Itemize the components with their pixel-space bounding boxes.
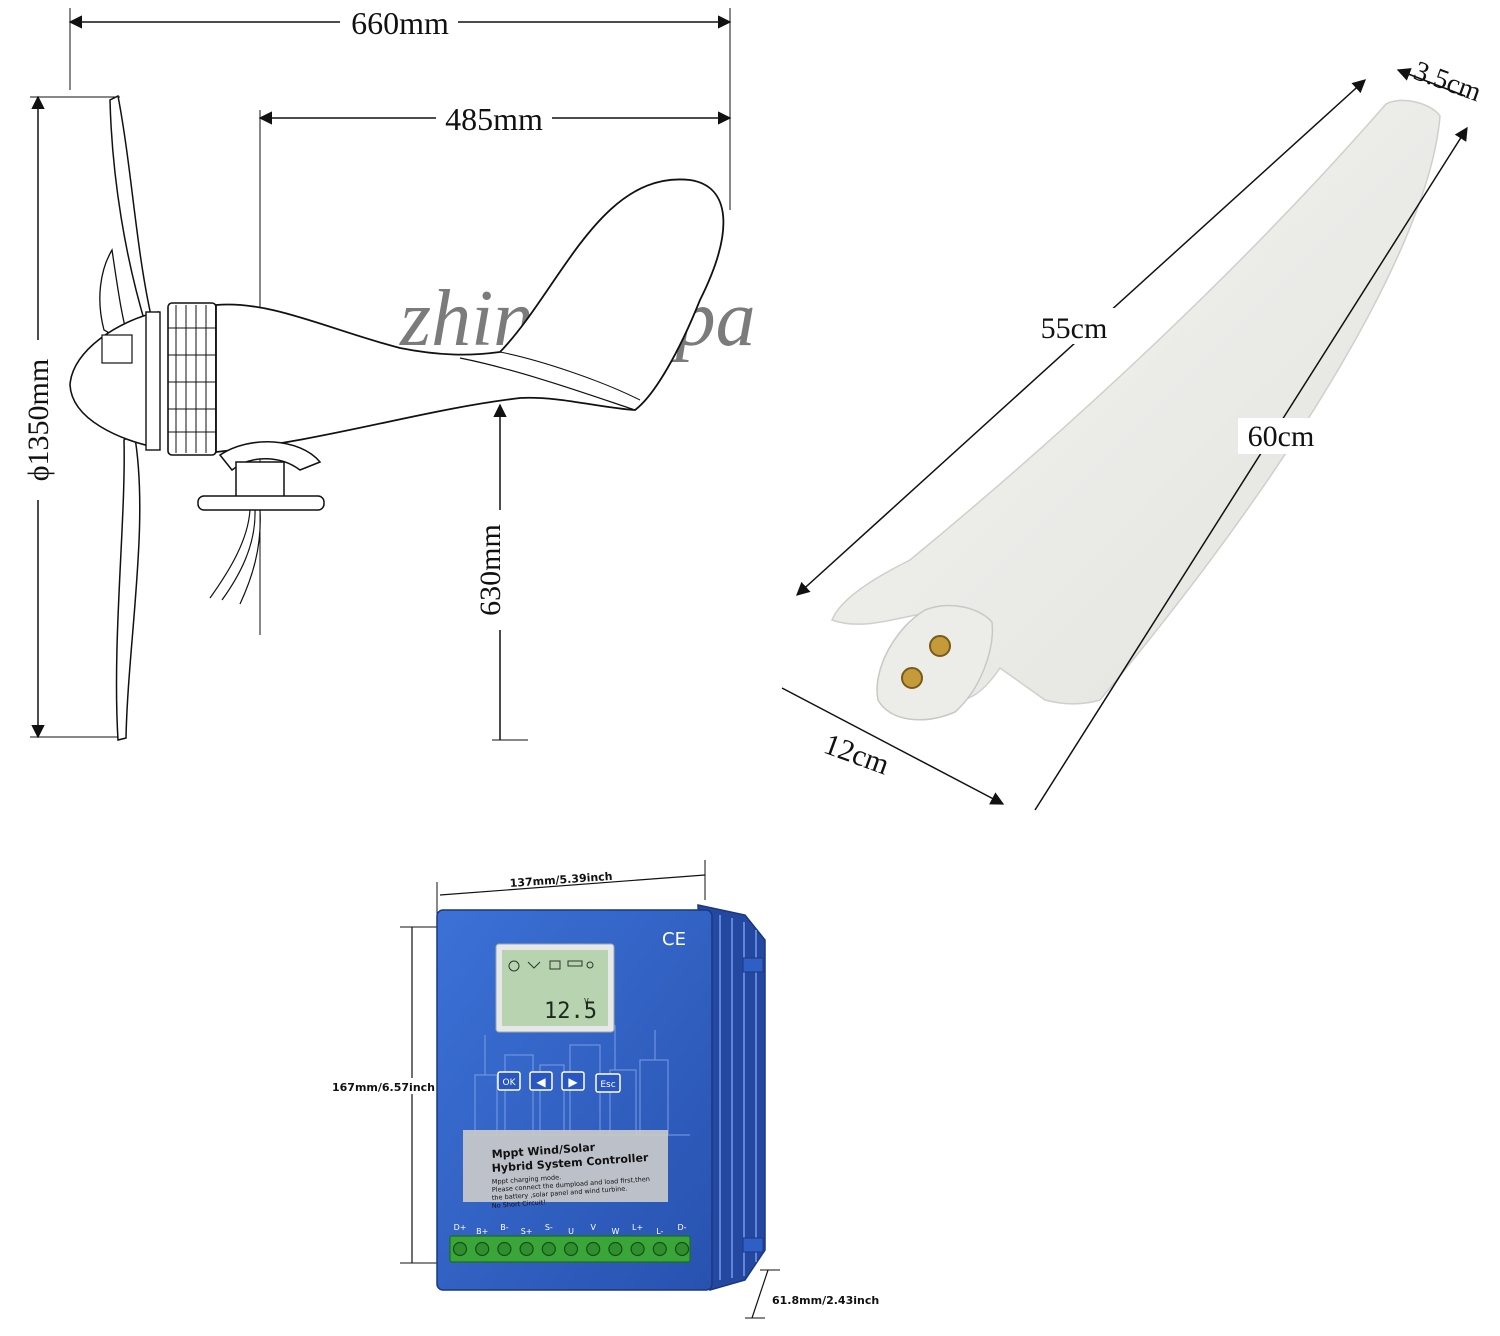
terminal-label: U xyxy=(568,1227,574,1236)
mounting-hole xyxy=(901,667,923,689)
terminal-label: W xyxy=(611,1227,619,1236)
lower-blade-outline xyxy=(115,430,141,741)
body-length-label: 485mm xyxy=(445,101,543,137)
terminal-screw xyxy=(674,1241,690,1257)
left-arrow-icon: ◀ xyxy=(536,1075,546,1089)
left-arrow-button[interactable]: ◀ xyxy=(529,1071,553,1091)
rotor-diameter-label: ϕ1350mm xyxy=(22,359,55,481)
esc-button-label: Esc xyxy=(600,1080,615,1090)
label-backdrop xyxy=(328,1078,438,1094)
terminal-screw xyxy=(475,1241,490,1257)
hub-flange xyxy=(145,311,161,451)
tail-inner-line xyxy=(499,351,641,401)
label-backdrop xyxy=(1030,308,1118,344)
right-arrow-button[interactable]: ▶ xyxy=(561,1071,585,1091)
mount-height-label: 630mm xyxy=(474,524,507,616)
controller-width-label: 137mm/5.39inch xyxy=(509,870,613,890)
ok-button[interactable]: OK xyxy=(497,1071,521,1091)
label-backdrop xyxy=(1238,418,1324,454)
tail-inner-line xyxy=(459,357,636,411)
ok-button-label: OK xyxy=(503,1078,517,1088)
terminal-label: B- xyxy=(500,1223,508,1232)
terminal-screw xyxy=(652,1241,667,1257)
controller-note-line: No Short Circuit! xyxy=(492,1198,546,1210)
mounting-hole xyxy=(929,635,951,657)
mounting-tab xyxy=(742,1237,764,1253)
lcd-screen xyxy=(502,950,608,1026)
controller-depth-label: 61.8mm/2.43inch xyxy=(772,1294,879,1307)
terminal-labels: D+ B+ B- S+ S- U V W L+ L- D- xyxy=(454,1223,687,1236)
right-arrow-icon: ▶ xyxy=(568,1075,578,1089)
controller-diagram: 137mm/5.39inch 167mm/6.57inch 61.8mm/2.4… xyxy=(328,860,879,1319)
terminal-screw xyxy=(497,1241,512,1257)
total-length-label: 660mm xyxy=(351,5,449,41)
dimension-line-tip-width xyxy=(1396,68,1466,97)
output-cables xyxy=(209,509,261,605)
control-buttons: OK ◀ ▶ Esc xyxy=(497,1071,621,1093)
generator-cooling-fins xyxy=(168,305,216,453)
terminal-screw xyxy=(541,1241,556,1257)
terminal-screw xyxy=(452,1241,468,1257)
ce-mark: CE xyxy=(662,929,686,950)
label-backdrop xyxy=(340,4,458,40)
lcd-status-icons xyxy=(508,960,594,972)
heatsink-fins xyxy=(719,915,757,1280)
yaw-shaft xyxy=(235,461,285,499)
hub-mount xyxy=(101,334,133,364)
terminal-label: L- xyxy=(656,1227,663,1236)
tip-width-label: 3.5cm xyxy=(1410,55,1486,108)
trailing-edge-label: 60cm xyxy=(1248,420,1315,453)
label-backdrop xyxy=(476,510,510,630)
terminal-screw xyxy=(608,1241,623,1257)
dimension-line-trailing-edge xyxy=(1034,126,1468,811)
controller-height-label: 167mm/6.57inch xyxy=(332,1081,435,1094)
terminal-label: S- xyxy=(545,1223,553,1232)
dimension-line-controller-width xyxy=(439,874,706,896)
terminal-label: D+ xyxy=(454,1223,467,1232)
mounting-tab xyxy=(742,957,764,973)
terminal-label: L+ xyxy=(632,1223,643,1232)
lcd-unit: V xyxy=(584,997,589,1006)
terminal-label: D- xyxy=(677,1223,686,1232)
root-width-label: 12cm xyxy=(820,728,894,782)
blade-root-fitting xyxy=(876,604,994,721)
dimension-line-controller-depth xyxy=(751,1269,769,1319)
terminal-screw xyxy=(586,1241,601,1257)
terminal-screw xyxy=(519,1241,534,1257)
dimension-line-root-width xyxy=(781,687,1005,805)
nose-cone-outline xyxy=(69,311,159,449)
terminal-screw xyxy=(630,1241,645,1257)
leading-edge-label: 55cm xyxy=(1041,312,1108,345)
terminal-label: V xyxy=(590,1223,596,1232)
blade-diagram: 3.5cm 55cm 60cm 12cm xyxy=(781,55,1486,811)
terminal-screw xyxy=(563,1241,579,1257)
nacelle-and-tail-outline xyxy=(215,178,725,453)
label-plate xyxy=(463,1130,668,1202)
terminal-label: B+ xyxy=(476,1227,488,1236)
base-flange xyxy=(197,495,325,511)
terminal-label: S+ xyxy=(521,1227,533,1236)
label-backdrop xyxy=(20,340,56,500)
lcd-reading: 12.5 xyxy=(544,999,597,1024)
turbine-drawing: zhiningppa 660mm 485mm ϕ1350mm 630mm xyxy=(20,4,756,741)
label-backdrop xyxy=(436,100,552,136)
esc-button[interactable]: Esc xyxy=(595,1073,621,1093)
terminal-screws xyxy=(452,1241,690,1257)
